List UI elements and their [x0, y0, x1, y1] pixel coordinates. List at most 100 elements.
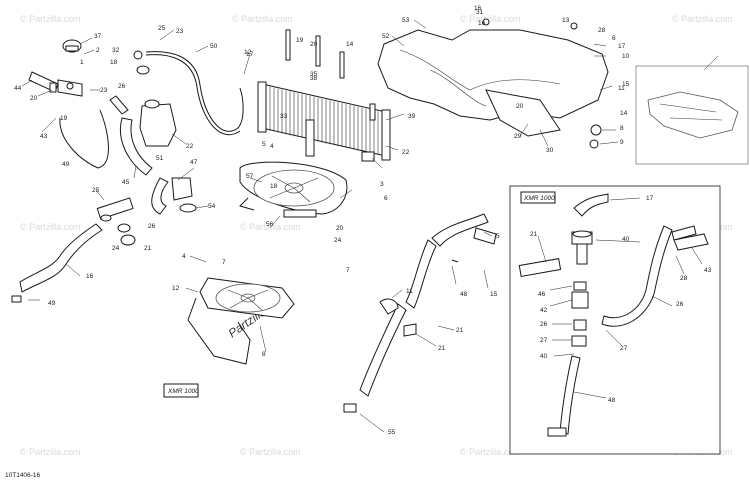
part-callout: 11 [618, 85, 625, 92]
part-callout: 21 [438, 345, 446, 352]
part-callout: 15 [490, 291, 498, 298]
part-callout: 27 [620, 345, 628, 352]
part-callout: 47 [190, 159, 198, 166]
part-callout: 51 [156, 155, 164, 162]
part-callout: 57 [246, 173, 254, 180]
part-callout: 19 [60, 115, 68, 122]
part-callout: 19 [296, 37, 304, 44]
xmr-box: XMR 1000 [509, 185, 721, 455]
fan-assembly [239, 161, 348, 218]
part-callout: 17 [246, 51, 254, 58]
part-callout: 27 [540, 337, 548, 344]
part-callout: 22 [186, 143, 194, 150]
part-callout: 49 [48, 300, 56, 307]
reservoir-assembly [11, 39, 244, 303]
part-callout: 46 [538, 291, 546, 298]
part-callout: 14 [346, 41, 354, 48]
part-callout: 23 [100, 87, 108, 94]
part-callout: 18 [270, 183, 278, 190]
part-callout: 37 [94, 33, 102, 40]
part-callout: 50 [210, 43, 218, 50]
part-callout: 53 [402, 17, 410, 24]
part-callout: 40 [622, 236, 630, 243]
part-callout: 21 [456, 327, 464, 334]
part-callout: 43 [704, 267, 712, 274]
part-callout: 23 [176, 28, 184, 35]
part-callout: 25 [92, 187, 100, 194]
part-callout: 20 [336, 225, 344, 232]
part-callout: 2 [96, 47, 100, 54]
body-panel [377, 18, 609, 149]
part-callout: 16 [86, 273, 94, 280]
part-callout: 17 [618, 43, 626, 50]
part-callout: 21 [530, 231, 538, 238]
part-callout: 20 [30, 95, 38, 102]
part-callout: 32 [112, 47, 120, 54]
inset-panel [635, 65, 749, 165]
watermark: © Partzilla.com [460, 447, 521, 457]
part-callout: 7 [346, 267, 350, 274]
part-callout: 33 [280, 113, 288, 120]
watermark: © Partzilla.com [240, 447, 301, 457]
part-callout: 24 [334, 237, 342, 244]
part-callout: 26 [148, 223, 156, 230]
part-callout: 22 [402, 149, 410, 156]
watermark: © Partzilla.com [232, 14, 293, 24]
part-callout: 56 [266, 221, 274, 228]
center-hoses [343, 213, 497, 413]
part-callout: 54 [208, 203, 216, 210]
part-callout: 20 [516, 103, 524, 110]
watermark: © Partzilla.com [460, 14, 521, 24]
part-callout: 26 [676, 301, 684, 308]
part-callout: 20 [310, 41, 318, 48]
part-callout: 26 [118, 83, 126, 90]
part-callout: 5 [496, 233, 500, 240]
xmr-fan-assembly: XMR 1000 [163, 277, 295, 398]
part-callout: 29 [514, 133, 522, 140]
radiator-core [257, 29, 391, 162]
part-callout: 12 [172, 285, 180, 292]
part-callout: 35 [310, 71, 318, 78]
part-callout: 45 [122, 179, 130, 186]
part-callout: 28 [598, 27, 606, 34]
part-callout: 10 [622, 53, 630, 60]
part-callout: 31 [476, 9, 484, 16]
xmr-label-left: XMR 1000 [167, 388, 199, 395]
part-callout: 11 [406, 288, 413, 295]
part-callout: 16 [474, 5, 482, 12]
part-callout: 17 [646, 195, 654, 202]
part-callout: 26 [540, 321, 548, 328]
part-callout: 1 [80, 59, 84, 66]
part-callout: 8 [620, 125, 624, 132]
part-callout: 48 [608, 397, 616, 404]
leader-lines [21, 19, 719, 433]
part-callout: 7 [222, 259, 226, 266]
part-callout: 40 [540, 353, 548, 360]
watermark: © Partzilla.com [672, 14, 733, 24]
part-callout: 28 [680, 275, 688, 282]
part-callout: 18 [110, 59, 118, 66]
part-callout: 48 [460, 291, 468, 298]
part-callout: 16 [478, 20, 486, 27]
part-callout: 38 [310, 75, 318, 82]
part-callout: 30 [546, 147, 554, 154]
callout-layer: 3724420234349125321850262317224745512526… [14, 5, 712, 436]
part-callout: 25 [158, 25, 166, 32]
part-callout: 4 [270, 143, 274, 150]
part-callout: 6 [384, 195, 388, 202]
part-callout: 3 [380, 181, 384, 188]
part-callout: 52 [382, 33, 390, 40]
part-callout: 12 [244, 49, 252, 56]
part-callout: 14 [620, 110, 628, 117]
watermark: © Partzilla.com [20, 14, 81, 24]
part-callout: 4 [182, 253, 186, 260]
part-callout: 13 [562, 17, 570, 24]
part-callout: 5 [262, 141, 266, 148]
part-callout: 9 [620, 139, 624, 146]
reference-code: 10T1406-16 [5, 472, 40, 479]
part-callout: 44 [14, 85, 22, 92]
part-callout: 8 [262, 351, 266, 358]
part-callout: 21 [144, 245, 152, 252]
part-callout: 24 [112, 245, 120, 252]
part-callout: 15 [622, 81, 630, 88]
